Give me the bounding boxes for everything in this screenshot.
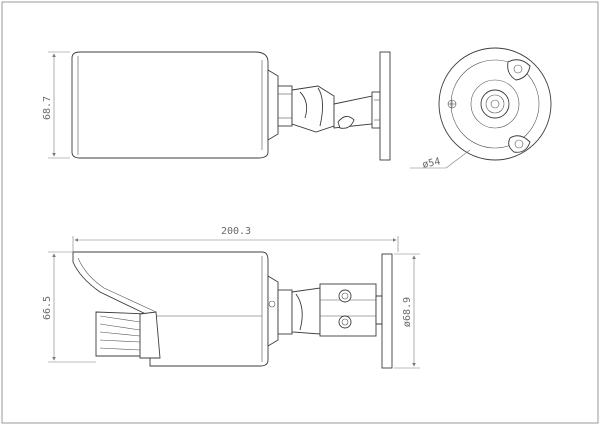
side-view: 200.3 66.5 ø68.9 <box>42 226 420 369</box>
dim-total-length: 200.3 <box>221 226 251 237</box>
dim-back-view-diameter: ø54 <box>422 156 442 171</box>
top-view: 68.7 <box>42 51 391 161</box>
top-view-body <box>71 51 269 159</box>
dim-side-view-height: 66.5 <box>42 296 53 320</box>
top-view-mount-plate <box>379 51 391 161</box>
side-view-mount-plate <box>381 253 393 369</box>
dim-mount-diameter: ø68.9 <box>402 297 413 327</box>
back-view: ø54 <box>410 47 552 171</box>
top-view-bracket-joint <box>291 85 335 133</box>
dim-top-view-height: 68.7 <box>42 96 53 120</box>
side-view-sunshade <box>72 251 269 367</box>
